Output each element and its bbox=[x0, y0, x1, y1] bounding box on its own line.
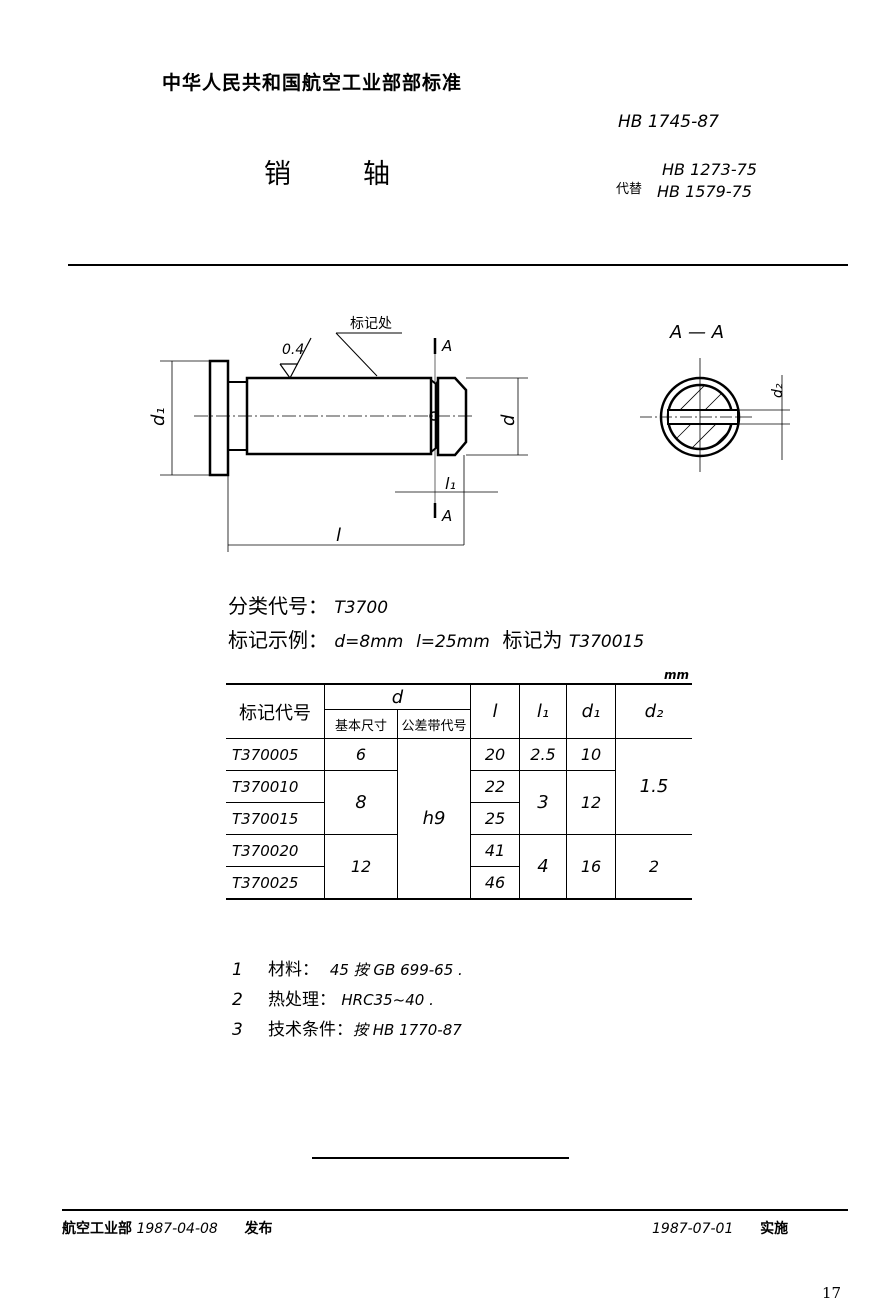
header-l: l bbox=[470, 683, 520, 739]
header-d-tolerance: 公差带代号 bbox=[397, 709, 471, 739]
example-mark-label: 标记为 bbox=[502, 628, 563, 652]
dim-l-label: l bbox=[336, 525, 341, 546]
footer-issuer: 航空工业部 bbox=[62, 1221, 132, 1237]
note-value: 按 HB 1770-87 bbox=[353, 1021, 462, 1039]
cell-d1: 16 bbox=[566, 834, 616, 900]
footer-divider bbox=[62, 1209, 848, 1211]
dim-l1-label: l₁ bbox=[445, 474, 456, 493]
example-label: 标记示例： bbox=[228, 628, 328, 652]
cell-d2: 1.5 bbox=[615, 738, 692, 835]
page-number: 17 bbox=[822, 1284, 842, 1302]
note-number: 2 bbox=[232, 990, 243, 1010]
cell-l: 46 bbox=[470, 866, 520, 900]
classification-value: T3700 bbox=[334, 598, 389, 618]
note-value: 45 按 GB 699-65 . bbox=[329, 961, 463, 979]
dim-d-label: d bbox=[498, 414, 519, 426]
cell-l: 25 bbox=[470, 802, 520, 835]
dim-d1-label: d₁ bbox=[148, 407, 169, 426]
example-l: l=25mm bbox=[416, 632, 490, 652]
header-d: d bbox=[324, 683, 471, 710]
table-row: T370025 46 bbox=[226, 866, 692, 900]
note-label: 热处理： bbox=[268, 990, 336, 1010]
issuing-organization: 中华人民共和国航空工业部部标准 bbox=[162, 72, 463, 94]
marking-example-line: 标记示例： d=8mm l=25mm 标记为 T370015 bbox=[228, 624, 644, 653]
cell-code: T370010 bbox=[226, 770, 325, 803]
footer-issue-date: 1987-04-08 bbox=[136, 1221, 218, 1237]
section-mark-top: A bbox=[441, 337, 452, 355]
header-d2: d₂ bbox=[615, 683, 692, 739]
footer-effective-label: 实施 bbox=[760, 1221, 789, 1237]
document-title-part1: 销 bbox=[264, 159, 291, 190]
header-d1: d₁ bbox=[566, 683, 616, 739]
dim-d2-label: d₂ bbox=[770, 383, 786, 398]
cell-l1: 4 bbox=[519, 834, 567, 900]
cell-code: T370015 bbox=[226, 802, 325, 835]
cell-l1: 3 bbox=[519, 770, 567, 835]
document-title-part2: 轴 bbox=[363, 159, 390, 190]
cell-d-basic: 8 bbox=[324, 770, 398, 835]
table-row: T370020 12 41 4 16 2 bbox=[226, 834, 692, 900]
note-label: 技术条件： bbox=[268, 1020, 353, 1040]
example-mark-value: T370015 bbox=[568, 632, 645, 652]
classification-label: 分类代号： bbox=[228, 594, 328, 618]
replaced-standard-2: HB 1579-75 bbox=[657, 182, 752, 201]
cell-d-basic: 12 bbox=[324, 834, 398, 900]
cell-d-basic: 6 bbox=[324, 738, 398, 771]
cell-l: 20 bbox=[470, 738, 520, 771]
cell-l: 22 bbox=[470, 770, 520, 803]
footer-effective-date: 1987-07-01 bbox=[652, 1221, 734, 1237]
footer-issue-label: 发布 bbox=[244, 1221, 273, 1237]
cell-code: T370020 bbox=[226, 834, 325, 867]
cell-code: T370005 bbox=[226, 738, 325, 771]
footer-issue: 航空工业部 1987-04-08 发布 bbox=[62, 1218, 273, 1238]
note-item: 1 材料： 45 按 GB 699-65 . bbox=[232, 955, 463, 985]
pin-shaft-drawing: 0.4 标记处 A A d₁ d l₁ l bbox=[148, 316, 528, 552]
cell-d1: 12 bbox=[566, 770, 616, 835]
dimension-table: 标记代号 d l l₁ d₁ d₂ 基本尺寸 公差带代号 T370005 6 h… bbox=[226, 683, 692, 900]
table-row: T370005 6 h9 20 2.5 10 1.5 bbox=[226, 738, 692, 900]
section-mark-bottom: A bbox=[441, 507, 452, 525]
cell-code: T370025 bbox=[226, 866, 325, 900]
classification-code-line: 分类代号： T3700 bbox=[228, 590, 388, 619]
cell-d-tolerance: h9 bbox=[397, 738, 471, 900]
note-number: 1 bbox=[232, 960, 243, 980]
note-item: 3 技术条件：按 HB 1770-87 bbox=[232, 1015, 463, 1045]
header-d-basic: 基本尺寸 bbox=[324, 709, 398, 739]
end-of-content-rule bbox=[312, 1157, 569, 1159]
cell-d1: 10 bbox=[566, 738, 616, 771]
table-row: T370015 25 bbox=[226, 802, 692, 835]
replaces-label: 代替 bbox=[616, 182, 643, 197]
header-l1: l₁ bbox=[519, 683, 567, 739]
table-unit: mm bbox=[664, 668, 690, 682]
note-label: 材料： bbox=[268, 960, 319, 980]
table-row: T370010 8 22 3 12 bbox=[226, 770, 692, 835]
replaced-standard-1: HB 1273-75 bbox=[662, 160, 757, 179]
note-item: 2 热处理： HRC35~40 . bbox=[232, 985, 463, 1015]
section-a-a-drawing: A — A d₂ bbox=[640, 322, 790, 472]
technical-notes: 1 材料： 45 按 GB 699-65 . 2 热处理： HRC35~40 . 3… bbox=[232, 955, 463, 1045]
note-number: 3 bbox=[232, 1020, 243, 1040]
cell-d2: 2 bbox=[615, 834, 692, 900]
marking-location-label: 标记处 bbox=[350, 316, 392, 332]
example-d: d=8mm bbox=[334, 632, 404, 652]
roughness-value: 0.4 bbox=[282, 342, 304, 358]
section-title: A — A bbox=[669, 322, 724, 343]
header-divider bbox=[68, 264, 848, 266]
footer-effective: 1987-07-01 实施 bbox=[652, 1218, 788, 1238]
note-value: HRC35~40 . bbox=[341, 991, 434, 1009]
cell-l: 41 bbox=[470, 834, 520, 867]
header-code: 标记代号 bbox=[226, 683, 325, 739]
standard-number: HB 1745-87 bbox=[618, 112, 719, 132]
cell-l1: 2.5 bbox=[519, 738, 567, 771]
